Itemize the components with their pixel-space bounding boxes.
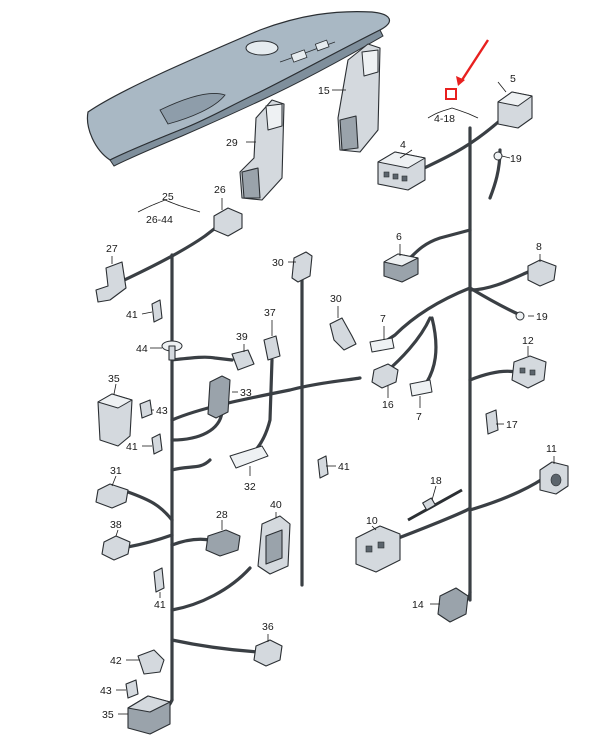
callout-7-lower: 7	[416, 411, 422, 423]
part-39-connector	[231, 349, 255, 371]
callout-41-a: 41	[126, 309, 138, 321]
callout-4: 4	[400, 139, 406, 151]
part-29-trim	[239, 99, 285, 201]
callout-32: 32	[244, 481, 256, 493]
part-7-connector-a	[369, 337, 395, 353]
wiring-harness	[118, 114, 550, 716]
callout-6: 6	[396, 231, 402, 243]
part-28-connector	[205, 529, 241, 557]
callout-17: 17	[506, 419, 518, 431]
part-7-connector-b	[409, 379, 433, 397]
callout-41-b: 41	[126, 441, 138, 453]
part-6-connector	[383, 253, 419, 283]
part-42-clip	[137, 649, 165, 675]
callout-43-lower: 43	[100, 685, 112, 697]
part-41-clip-b	[151, 433, 163, 455]
part-17-clip	[485, 409, 499, 435]
part-5-connector	[497, 91, 533, 129]
callout-labels: 15 5 4-18 4 19 29 25 26-44 26 6 8 27 30 …	[100, 73, 557, 721]
callout-28: 28	[216, 509, 228, 521]
callout-11: 11	[546, 443, 557, 455]
highlight-box	[445, 88, 457, 100]
part-35-lamp-upper	[97, 393, 133, 447]
callout-39: 39	[236, 331, 248, 343]
part-30-clip-upper	[291, 251, 313, 283]
callout-35-upper: 35	[108, 373, 120, 385]
part-41-clip-d	[153, 567, 165, 593]
highlight-marker	[445, 39, 490, 100]
callout-41-d: 41	[154, 599, 166, 611]
callout-19-lower: 19	[536, 311, 548, 323]
part-30-clip-lower	[329, 317, 357, 351]
part-10-connector	[355, 525, 401, 573]
part-35-lamp-lower	[127, 695, 171, 735]
callout-18: 18	[430, 475, 442, 487]
part-32-connector	[229, 445, 269, 469]
part-14-connector	[437, 587, 469, 623]
callout-41-c: 41	[338, 461, 350, 473]
callout-35-lower: 35	[102, 709, 114, 721]
part-43-clip-lower	[125, 679, 139, 699]
callout-30-lower: 30	[330, 293, 342, 305]
callout-12: 12	[522, 335, 534, 347]
callout-7-upper: 7	[380, 313, 386, 325]
callout-44: 44	[136, 343, 148, 355]
part-31-connector	[95, 483, 129, 509]
part-26-connector	[213, 207, 243, 237]
callout-27: 27	[106, 243, 118, 255]
callout-16: 16	[382, 399, 394, 411]
part-40-module	[257, 515, 291, 575]
trunk-lid-panel	[86, 11, 390, 167]
callout-4-18: 4-18	[434, 113, 455, 125]
callout-25: 25	[162, 191, 174, 203]
part-37-connector	[263, 335, 281, 361]
part-19-screw	[493, 151, 511, 161]
callout-31: 31	[110, 465, 122, 477]
callout-8: 8	[536, 241, 542, 253]
callout-5: 5	[510, 73, 516, 85]
callout-30-upper: 30	[272, 257, 284, 269]
callout-14: 14	[412, 599, 424, 611]
part-11-connector	[539, 461, 569, 495]
callout-43-upper: 43	[156, 405, 168, 417]
part-27-bracket	[95, 261, 127, 303]
part-19-screw-lower	[515, 311, 525, 321]
part-15-trim	[337, 43, 381, 153]
part-41-clip-c	[317, 455, 329, 479]
part-12-connector	[511, 355, 547, 389]
callout-26-44: 26-44	[146, 214, 173, 226]
part-16-connector	[371, 363, 399, 389]
part-8-connector	[527, 259, 557, 287]
part-38-connector	[101, 535, 131, 561]
callout-38: 38	[110, 519, 122, 531]
callout-40: 40	[270, 499, 282, 511]
part-41-clip-a	[151, 299, 163, 323]
callout-29: 29	[226, 137, 238, 149]
part-44-grommet	[161, 340, 183, 361]
part-4-connector	[377, 151, 426, 191]
part-43-clip-upper	[139, 399, 153, 419]
part-18-cable-tie	[407, 488, 463, 522]
callout-36: 36	[262, 621, 274, 633]
callout-15: 15	[318, 85, 330, 97]
callout-33: 33	[240, 387, 252, 399]
callout-37: 37	[264, 307, 276, 319]
part-36-connector	[253, 639, 283, 667]
callout-19-upper: 19	[510, 153, 522, 165]
callout-26: 26	[214, 184, 226, 196]
part-33-connector	[207, 375, 231, 419]
callout-42: 42	[110, 655, 122, 667]
leader-lines	[111, 81, 555, 715]
callout-10: 10	[366, 515, 378, 527]
